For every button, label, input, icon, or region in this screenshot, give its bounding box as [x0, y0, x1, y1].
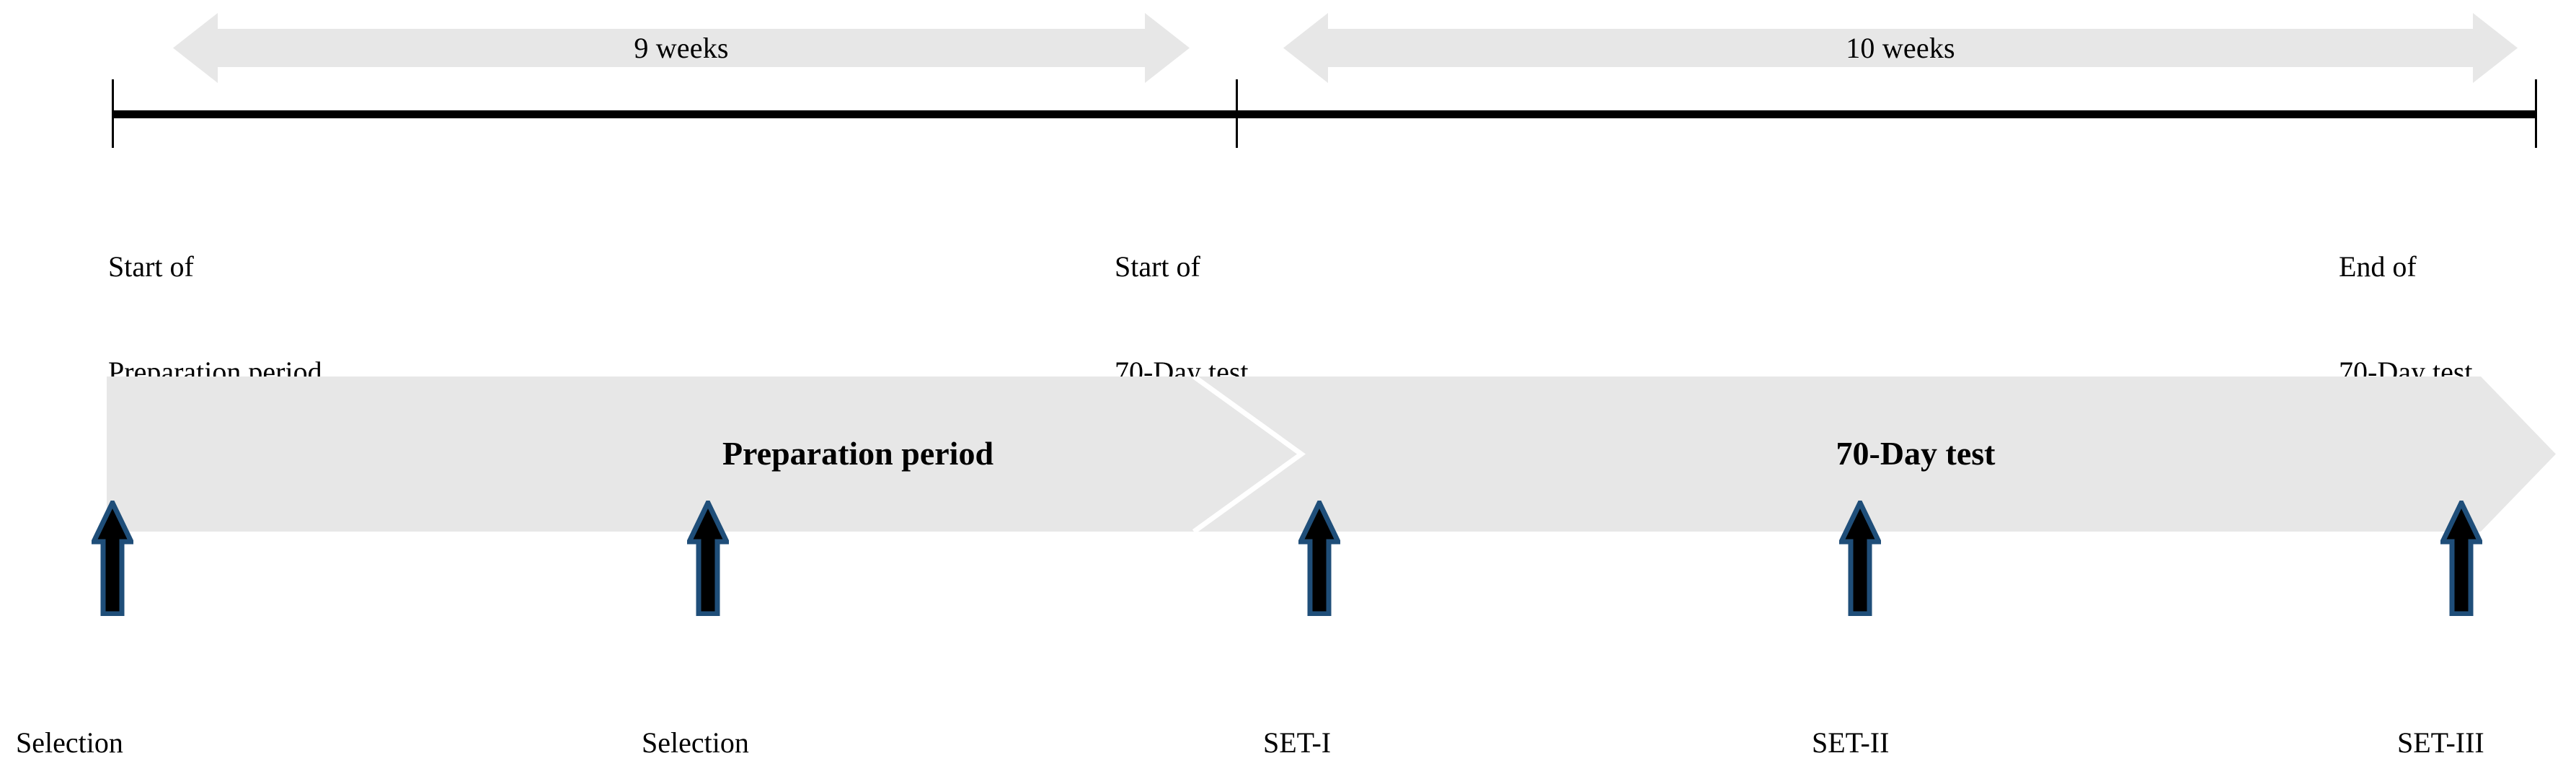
double-headed-arrow-icon	[173, 13, 1190, 83]
axis-label-line-1: Start of	[108, 250, 194, 283]
duration-arrow-10-weeks: 10 weeks	[1283, 13, 2518, 83]
double-headed-arrow-icon	[1283, 13, 2518, 83]
up-arrow-icon	[1296, 496, 1342, 617]
event-label-set-i: SET-I	[1263, 655, 1331, 779]
event-label-line-1: SET-II	[1812, 726, 1890, 759]
event-label-line-1: Selection	[16, 726, 123, 759]
axis-label-line-1: Start of	[1115, 250, 1200, 283]
axis-label-line-1: End of	[2339, 250, 2417, 283]
event-arrow-selection-day-a	[89, 496, 136, 617]
banner-label-preparation-period: Preparation period	[722, 435, 994, 472]
event-label-set-iii: SET-III	[2397, 655, 2484, 779]
event-label-set-ii: SET-II	[1812, 655, 1889, 779]
event-label-line-1: SET-I	[1263, 726, 1332, 759]
tick-start-70day-test	[1236, 79, 1238, 148]
duration-arrow-9-weeks: 9 weeks	[173, 13, 1190, 83]
axis-label-end-70day-test: End of 70-Day test	[2339, 179, 2473, 460]
event-arrow-set-i	[1296, 496, 1342, 617]
phase-banner: Preparation period 70-Day test	[107, 374, 2556, 534]
chevron-banner-shape	[107, 374, 2556, 534]
up-arrow-icon	[1837, 496, 1883, 617]
tick-start-preparation	[112, 79, 114, 148]
event-label-selection-day-a: Selection day-A	[16, 655, 123, 779]
duration-label-9-weeks: 9 weeks	[634, 31, 729, 64]
duration-label-10-weeks: 10 weeks	[1846, 31, 1955, 64]
up-arrow-icon	[685, 496, 731, 617]
event-arrow-selection-day-b	[685, 496, 731, 617]
event-arrow-set-iii	[2438, 496, 2484, 617]
timeline-axis-line	[112, 110, 2536, 118]
event-label-selection-day-b: Selection day-B	[642, 655, 749, 779]
up-arrow-icon	[2438, 496, 2484, 617]
event-label-line-1: Selection	[642, 726, 749, 759]
banner-label-70day-test: 70-Day test	[1836, 435, 1996, 472]
up-arrow-icon	[89, 496, 136, 617]
tick-end-70day-test	[2535, 79, 2537, 148]
event-label-line-1: SET-III	[2397, 726, 2484, 759]
event-arrow-set-ii	[1837, 496, 1883, 617]
